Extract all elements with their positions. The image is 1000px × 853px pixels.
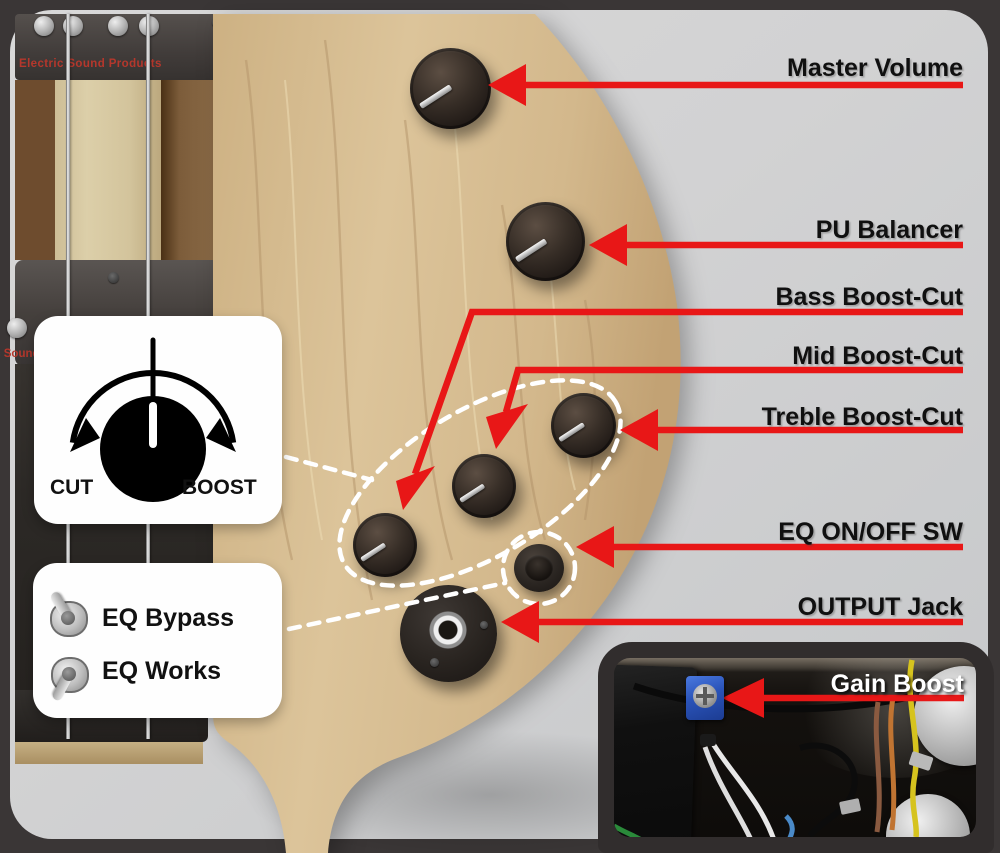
callout-mid-boost-cut: Mid Boost-Cut — [792, 342, 963, 370]
eq-switch-legend-box: EQ Bypass EQ Works — [33, 563, 282, 718]
white-wire — [709, 740, 776, 837]
gain-boost-arrowhead — [722, 678, 764, 718]
cut-label: CUT — [50, 476, 94, 499]
bass-arrow-line — [411, 308, 963, 476]
blue-wire — [784, 814, 795, 837]
callout-bass-boost-cut: Bass Boost-Cut — [775, 283, 963, 311]
boost-direction-arrowhead — [206, 418, 236, 452]
pu-balancer-knob — [506, 202, 585, 281]
eq-switch-dashed-outline — [500, 529, 578, 607]
mid-knob — [452, 454, 516, 518]
cavity-photo: Gain Boost — [614, 658, 976, 837]
eq-works-toggle-icon — [47, 651, 91, 702]
walnut-stripe — [161, 80, 213, 260]
boost-label: BOOST — [182, 476, 257, 499]
eq-bypass-label: EQ Bypass — [102, 604, 235, 632]
eq-bypass-toggle-icon — [46, 590, 90, 639]
pickup-brand-text: Electric Sound Products — [19, 58, 162, 70]
mid-arrowhead — [486, 404, 528, 449]
eq-switch-arrowhead — [576, 526, 614, 568]
maple-stripe — [55, 80, 161, 260]
treble-arrowhead — [620, 409, 658, 451]
brown-wire — [873, 701, 882, 833]
control-cavity-inset: Gain Boost — [598, 642, 994, 853]
yellow-wire — [907, 659, 920, 837]
cut-direction-arrowhead — [70, 418, 100, 452]
jack-screw — [430, 658, 439, 667]
neck-pickup: Electric Sound Products — [15, 14, 227, 80]
callout-pu-balancer: PU Balancer — [815, 216, 963, 244]
callout-gain-boost: Gain Boost — [830, 670, 964, 698]
callout-eq-on-off-sw: EQ ON/OFF SW — [778, 518, 963, 546]
legend-knob — [100, 396, 206, 502]
neck-wood — [15, 80, 213, 260]
knob-diagram-connector — [283, 454, 375, 483]
trimpot-screw — [693, 684, 717, 708]
cut-boost-legend-box: CUT BOOST — [34, 316, 282, 524]
switch-diagram-connector — [286, 580, 508, 632]
eq-on-off-switch — [514, 544, 564, 592]
white-wire — [702, 746, 753, 837]
switch-dome — [525, 555, 553, 581]
cut-boost-diagram — [69, 337, 237, 502]
black-wire — [799, 742, 858, 837]
solder-lug — [839, 798, 861, 815]
eq-knobs-dashed-outline — [337, 378, 623, 588]
eq-works-label: EQ Works — [102, 657, 222, 685]
treble-knob — [551, 393, 616, 458]
jack-ring — [429, 611, 467, 649]
pole-piece — [108, 16, 128, 36]
jack-screw — [480, 621, 488, 629]
cable-sleeve — [700, 734, 716, 746]
pole-piece — [7, 318, 27, 338]
bass-arrowhead — [396, 466, 435, 510]
callout-master-volume: Master Volume — [787, 54, 963, 82]
orange-wire — [888, 697, 897, 831]
callout-output-jack: OUTPUT Jack — [797, 593, 963, 621]
body-wood-band — [15, 742, 203, 764]
bass-knob — [353, 513, 417, 577]
output-jack-arrowhead — [501, 601, 539, 643]
legend-knob-indicator — [149, 402, 157, 448]
pu-balancer-arrowhead — [589, 224, 627, 266]
cavity-edge — [614, 658, 976, 672]
gain-boost-trimpot — [686, 676, 724, 720]
pickup-screw — [108, 272, 119, 283]
master-volume-knob — [410, 48, 491, 129]
pole-piece — [34, 16, 54, 36]
green-wire — [614, 823, 642, 837]
cavity-wires — [614, 659, 964, 837]
callout-treble-boost-cut: Treble Boost-Cut — [761, 403, 963, 431]
master-volume-arrowhead — [488, 64, 526, 106]
solder-lug — [908, 751, 934, 771]
mid-arrow-line — [502, 366, 963, 413]
